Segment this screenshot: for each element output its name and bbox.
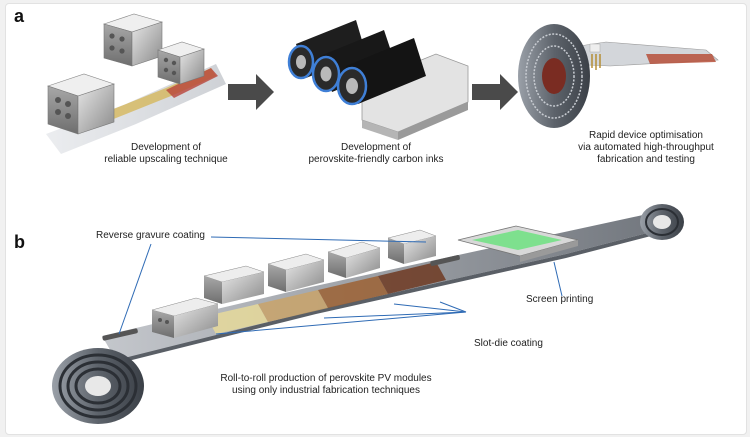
slot-die-head [203, 265, 265, 304]
coated-layer [258, 290, 328, 322]
label-slot-die: Slot-die coating [474, 338, 543, 349]
figure-frame: a Development of reli [5, 3, 747, 435]
caption-1-line2: reliable upscaling technique [104, 154, 228, 165]
slot-die-head [151, 297, 219, 338]
carbon-ink-illustration [287, 20, 469, 140]
unwind-roll [52, 348, 144, 424]
panel-a-letter: a [14, 6, 25, 26]
upscaling-illustration [46, 13, 226, 154]
caption-b-line1: Roll-to-roll production of perovskite PV… [220, 373, 431, 384]
caption-3-line3: fabrication and testing [597, 154, 695, 165]
rewind-roll [640, 204, 684, 240]
panel-b-letter: b [14, 232, 25, 252]
screen-printer [457, 225, 579, 262]
label-screen-printing: Screen printing [526, 294, 593, 305]
coated-layer [318, 276, 388, 308]
process-arrow [228, 74, 274, 110]
process-arrow [472, 74, 518, 110]
coated-stripe-red [166, 68, 218, 98]
callout-lines [118, 236, 563, 335]
slot-die-head [267, 253, 325, 292]
coated-layer [206, 304, 268, 334]
r2r-line-illustration [52, 204, 684, 424]
gravure-roller [102, 328, 138, 341]
device-strip-coated [646, 54, 716, 64]
caption-3-line1: Rapid device optimisation [589, 130, 703, 141]
slot-die-head [157, 41, 205, 85]
slot-die-head [387, 229, 437, 264]
screen-mesh [472, 230, 562, 250]
caption-1-line1: Development of [131, 142, 201, 153]
slot-die-head [327, 241, 381, 278]
caption-2-line1: Development of [341, 142, 411, 153]
slot-die-head [102, 13, 164, 67]
figure-canvas: a Development of reli [14, 6, 719, 424]
carbon-roller [287, 20, 366, 80]
carbon-roller [336, 38, 426, 106]
caption-3-line2: via automated high-throughput [578, 142, 714, 153]
coated-layer [378, 262, 446, 294]
device-roll-illustration [518, 24, 719, 128]
gravure-roller [430, 255, 460, 266]
caption-b-line2: using only industrial fabrication techni… [232, 385, 420, 396]
caption-2-line2: perovskite-friendly carbon inks [308, 154, 443, 165]
slot-die-head [47, 73, 115, 135]
label-reverse-gravure: Reverse gravure coating [96, 230, 205, 241]
